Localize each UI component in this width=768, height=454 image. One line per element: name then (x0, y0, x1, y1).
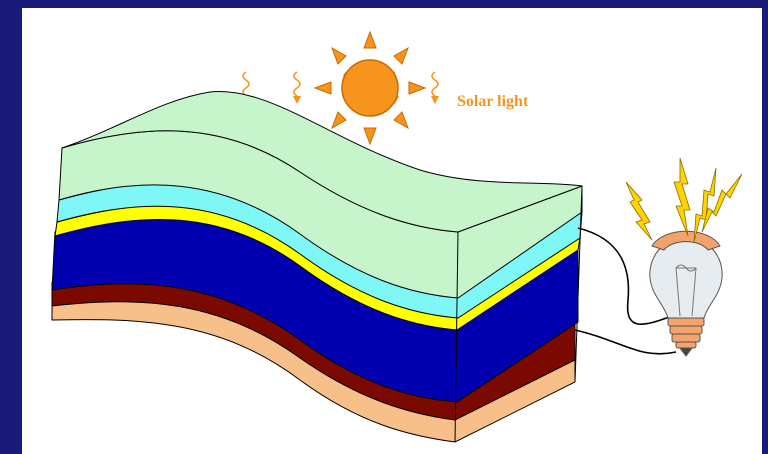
wavy-arrow-icon (293, 71, 301, 104)
wire-top (577, 227, 673, 325)
solar-light-label: Solar light (457, 93, 529, 110)
lightning-bolt-icon (673, 157, 691, 237)
solar-cell-layers (51, 91, 583, 443)
connection-wires (574, 227, 677, 355)
frame-left-border (0, 0, 22, 454)
layer-side-edge (454, 185, 583, 443)
frame-top-border (0, 0, 768, 8)
sun-icon (313, 30, 427, 146)
lightning-bolt-icon (625, 181, 653, 241)
lightning-sparks (625, 157, 743, 243)
layer-top-surface (61, 91, 583, 233)
wavy-arrow-icon (431, 71, 439, 104)
light-bulb-icon (649, 230, 723, 357)
lightning-bolt-icon (701, 173, 743, 233)
lightning-bolt-icon (693, 167, 717, 243)
wire-bottom (574, 329, 677, 355)
frame-right-border (762, 0, 768, 454)
